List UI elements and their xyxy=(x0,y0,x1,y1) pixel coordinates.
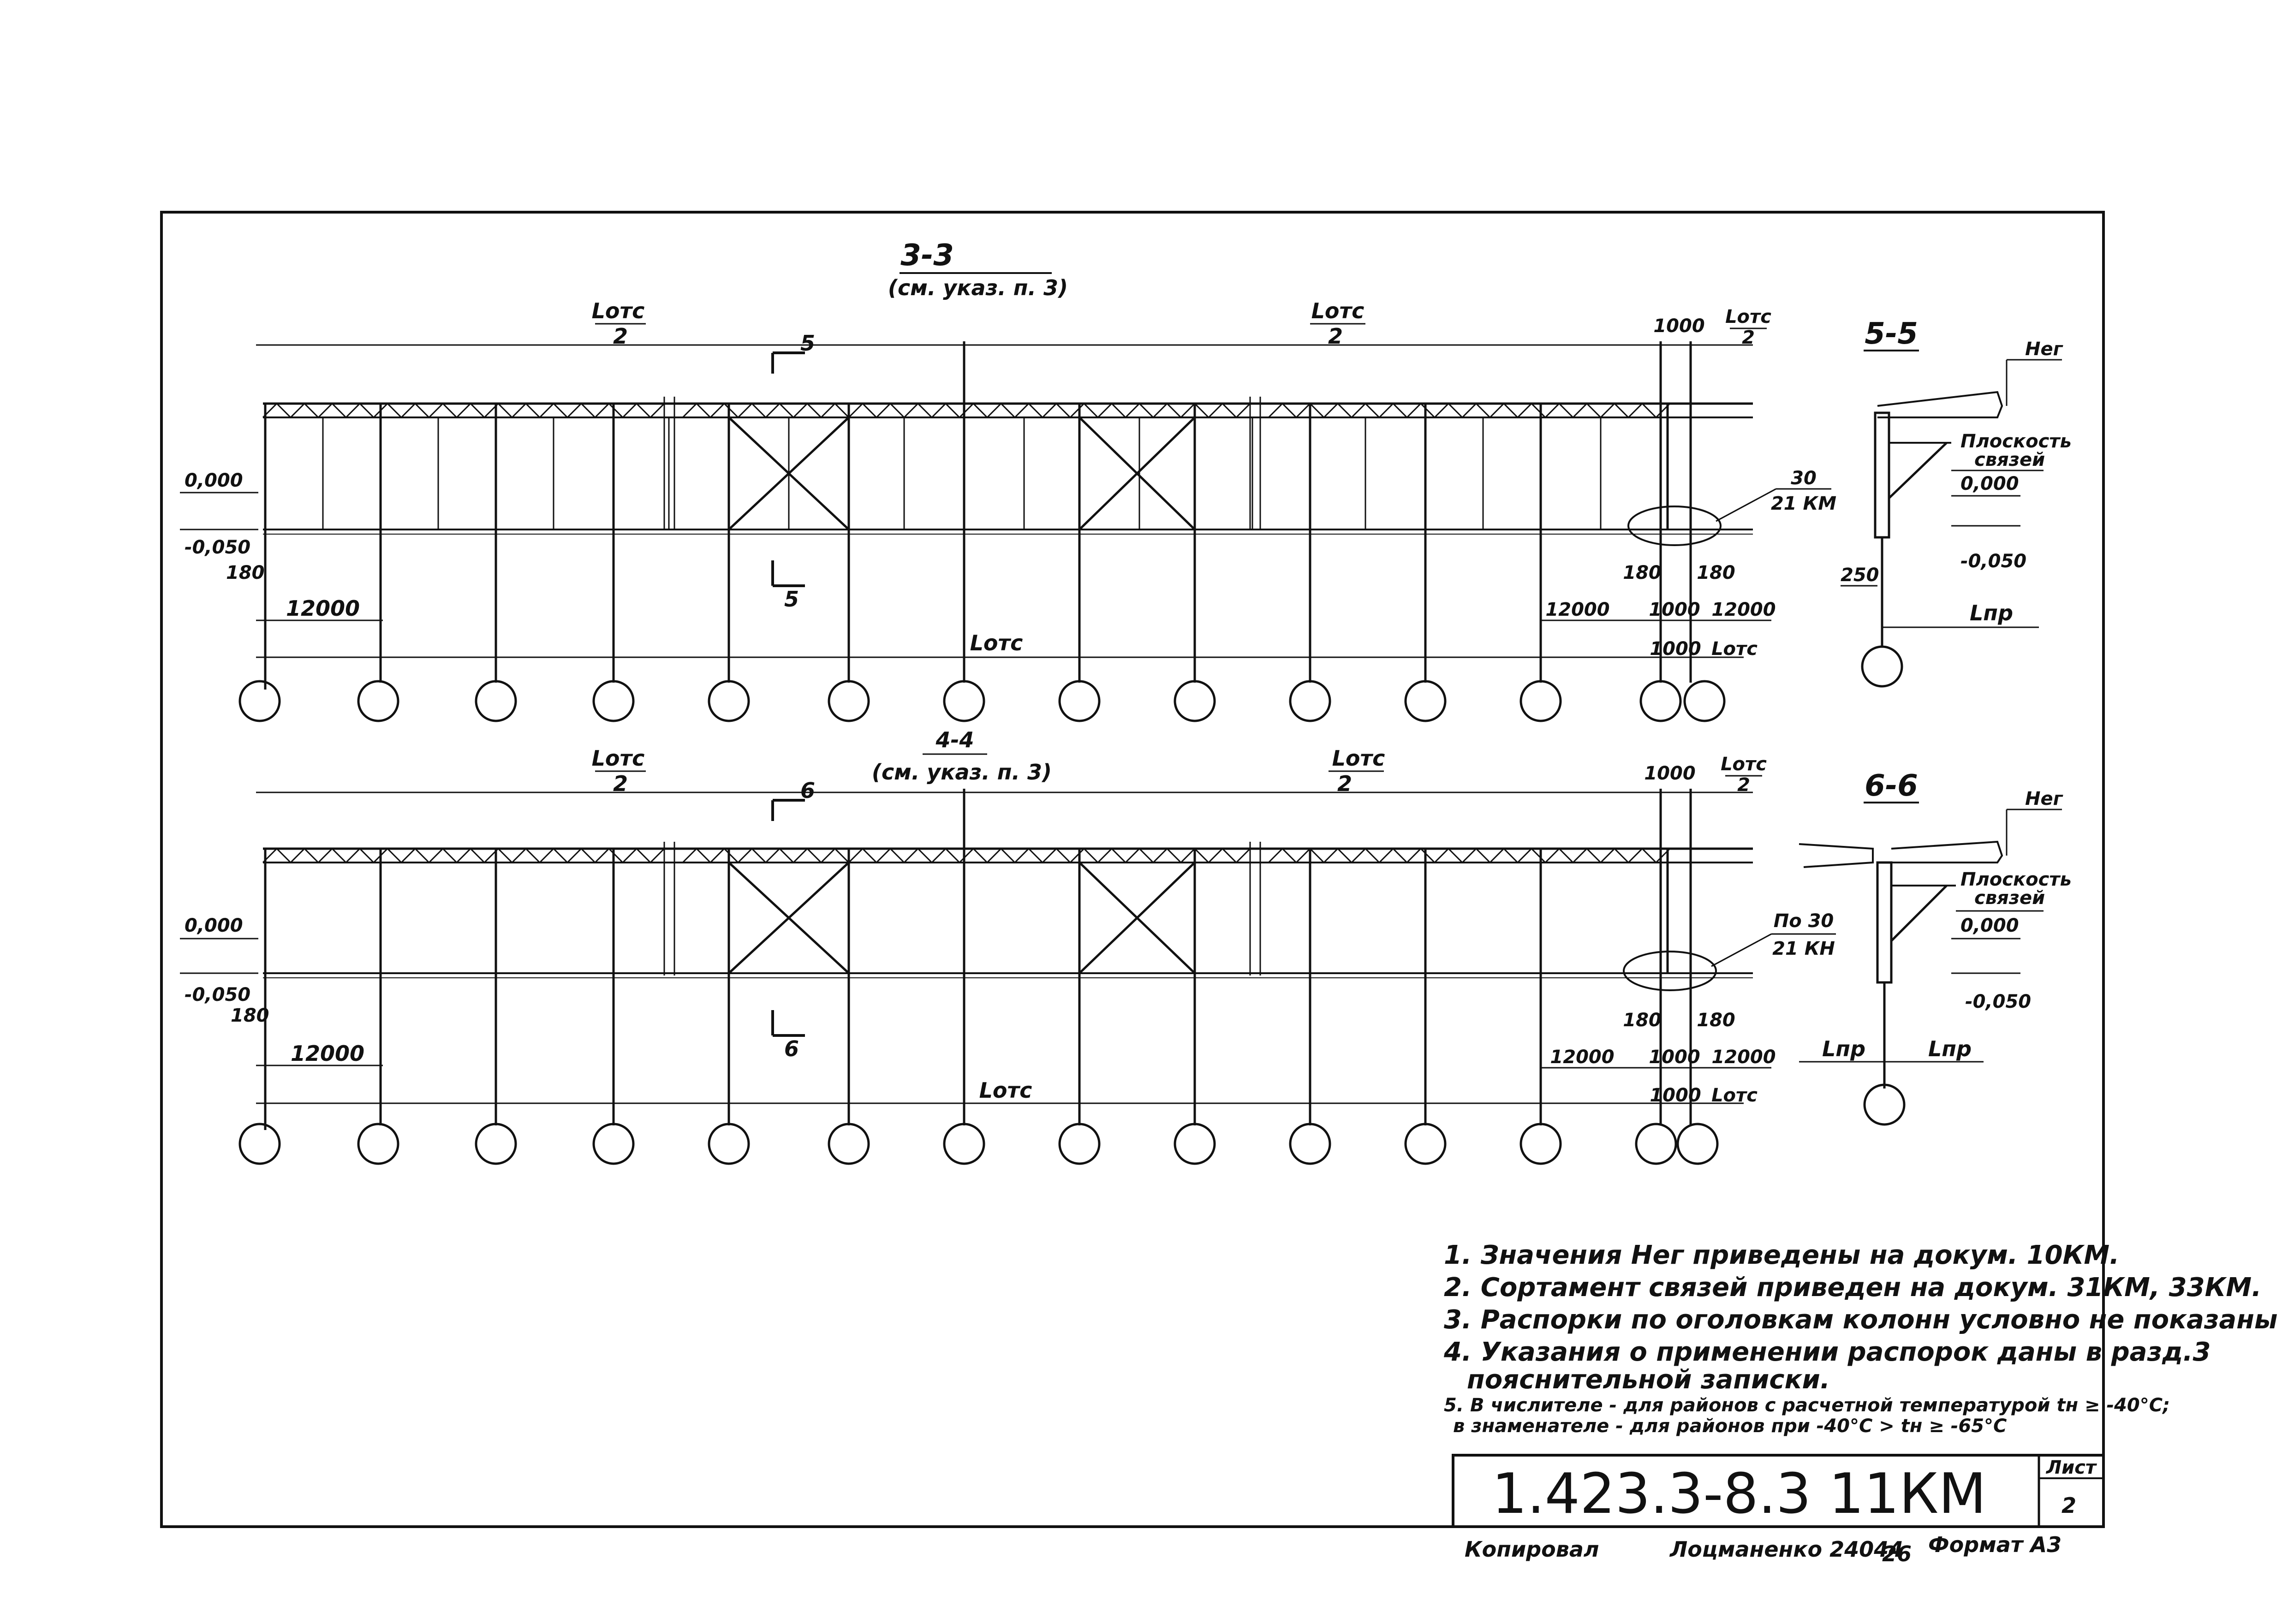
callout-den: 21 КМ xyxy=(1771,493,1836,514)
svg-text:1000: 1000 xyxy=(1649,599,1700,620)
section-5-5: 5-5 Нег Плоскость связей 0,000 -0,050 25… xyxy=(1841,317,2072,688)
level-top: 0,000 xyxy=(185,470,243,491)
note-4-cont: пояснительной записки. xyxy=(1467,1365,1830,1395)
svg-text:Lотс: Lотс xyxy=(979,1078,1032,1103)
svg-text:Lотс: Lотс xyxy=(1711,638,1758,660)
svg-text:Lотс: Lотс xyxy=(592,746,645,771)
svg-text:6: 6 xyxy=(800,778,815,803)
svg-text:-0,050: -0,050 xyxy=(1965,991,2031,1012)
stamp-sheet-number: 2 xyxy=(2062,1493,2076,1518)
footer-format: Формат А3 xyxy=(1928,1532,2062,1557)
svg-text:12000: 12000 xyxy=(1711,1047,1776,1068)
svg-text:По 30: По 30 xyxy=(1774,910,1834,932)
svg-text:180: 180 xyxy=(231,1005,269,1026)
level-bottom: -0,050 xyxy=(185,537,250,558)
svg-text:180: 180 xyxy=(1697,562,1735,583)
dim-gap: 1000 xyxy=(1653,315,1704,337)
svg-text:1000: 1000 xyxy=(1650,638,1701,660)
section-mark-bottom: 5 xyxy=(784,587,799,612)
svg-text:12000: 12000 xyxy=(1545,599,1609,620)
view-4-4: 4-4 (см. указ. п. 3) Lотс 2 Lотс 2 1000 … xyxy=(180,727,1836,1165)
svg-text:0,000: 0,000 xyxy=(1960,473,2019,494)
svg-text:21 КН: 21 КН xyxy=(1772,938,1835,959)
section-6-6: 6-6 Нег Плоскость связей 0,000 -0,050 Lп… xyxy=(1799,769,2072,1126)
footer: Копировал Лоцманенко 24044 26 Формат А3 xyxy=(1465,1532,2062,1566)
svg-text:12000: 12000 xyxy=(1711,599,1776,620)
svg-text:Lотс: Lотс xyxy=(1721,754,1767,775)
view-subtitle: (см. указ. п. 3) xyxy=(872,760,1052,785)
callout-num: 30 xyxy=(1791,468,1817,489)
note-2: 2. Сортамент связей приведен на докум. 3… xyxy=(1444,1273,2261,1303)
svg-text:180: 180 xyxy=(1697,1010,1735,1031)
svg-text:Lотс: Lотс xyxy=(1332,746,1385,771)
svg-text:-0,050: -0,050 xyxy=(1960,551,2026,572)
svg-text:связей: связей xyxy=(1974,887,2045,909)
svg-text:1000: 1000 xyxy=(1649,1047,1700,1068)
force-label: Нег xyxy=(2025,339,2063,360)
stamp-code: 1.423.3-8.3 11КМ xyxy=(1492,1462,1986,1526)
svg-text:Lпр: Lпр xyxy=(1928,1036,1972,1061)
notes: 1. Значения Нег приведены на докум. 10КМ… xyxy=(1443,1240,2278,1437)
svg-text:Lпр: Lпр xyxy=(1822,1036,1865,1061)
note-3: 3. Распорки по оголовкам колонн условно … xyxy=(1444,1305,2278,1335)
footer-name: Лоцманенко 24044 xyxy=(1669,1537,1903,1562)
svg-text:180: 180 xyxy=(1623,562,1662,583)
svg-text:12000: 12000 xyxy=(291,1041,364,1066)
svg-text:Нег: Нег xyxy=(2025,788,2063,809)
plane-label-1: Плоскость xyxy=(1960,431,2072,452)
note-4: 4. Указания о применении распорок даны в… xyxy=(1443,1337,2211,1367)
view-title: 3-3 xyxy=(900,238,954,273)
note-5: 5. В числителе - для районов с расчетной… xyxy=(1444,1395,2170,1416)
title-stamp: 1.423.3-8.3 11КМ Лист 2 xyxy=(1452,1454,2105,1528)
dim-span: 12000 xyxy=(286,596,360,621)
view-title: 4-4 xyxy=(935,727,974,752)
svg-text:250: 250 xyxy=(1841,565,1879,586)
dim-half-right: Lотс xyxy=(1311,298,1364,323)
svg-text:-0,050: -0,050 xyxy=(185,984,250,1005)
dim-total: Lотс xyxy=(970,631,1023,655)
footer-num: 26 xyxy=(1882,1541,1912,1566)
svg-text:1000: 1000 xyxy=(1644,763,1695,784)
section-title: 6-6 xyxy=(1865,769,1918,803)
callout-oval xyxy=(1627,506,1722,546)
dim-half-left: Lотс xyxy=(592,298,645,323)
svg-text:0,000: 0,000 xyxy=(185,915,243,936)
dim-end: Lотс xyxy=(1725,306,1771,327)
svg-text:Lотс: Lотс xyxy=(1711,1085,1758,1106)
stamp-sheet-label: Лист xyxy=(2046,1457,2097,1478)
svg-text:Lпр: Lпр xyxy=(1970,601,2013,625)
svg-text:Плоскость: Плоскость xyxy=(1960,869,2072,890)
sheet-frame xyxy=(160,211,2105,1528)
dim-offset: 180 xyxy=(226,562,265,583)
note-1: 1. Значения Нег приведены на докум. 10КМ… xyxy=(1444,1240,2119,1270)
footer-copied: Копировал xyxy=(1465,1537,1599,1562)
svg-text:0,000: 0,000 xyxy=(1960,915,2019,936)
note-5-cont: в знаменателе - для районов при -40°С > … xyxy=(1453,1416,2007,1437)
svg-text:6: 6 xyxy=(784,1036,799,1061)
plane-label-2: связей xyxy=(1974,449,2045,470)
view-3-3: 3-3 (см. указ. п. 3) Lотс 2 Lотс 2 1000 … xyxy=(180,238,1836,722)
view-subtitle: (см. указ. п. 3) xyxy=(888,275,1068,300)
svg-text:180: 180 xyxy=(1623,1010,1662,1031)
section-mark-top: 5 xyxy=(800,331,815,356)
svg-text:1000: 1000 xyxy=(1650,1085,1701,1106)
section-title: 5-5 xyxy=(1865,317,1918,351)
svg-text:12000: 12000 xyxy=(1550,1047,1614,1068)
